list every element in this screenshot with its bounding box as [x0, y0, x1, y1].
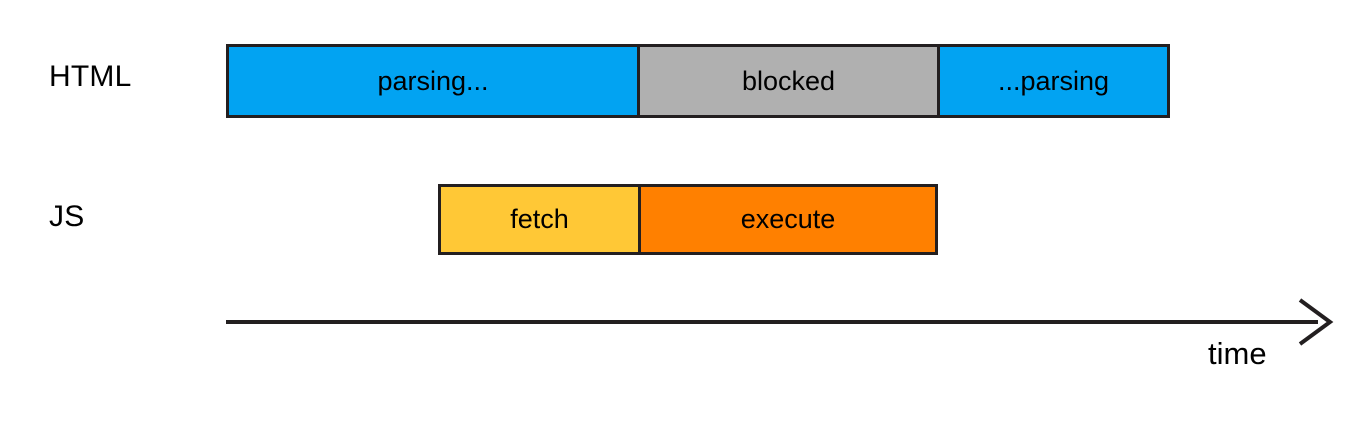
- time-axis-arrow: [226, 298, 1334, 346]
- segment-html-parsing-end[interactable]: ...parsing: [937, 47, 1167, 115]
- segment-html-blocked[interactable]: blocked: [637, 47, 937, 115]
- row-label-html: HTML: [49, 60, 132, 93]
- timeline-bar-html: parsing... blocked ...parsing: [226, 44, 1170, 118]
- timeline-bar-js: fetch execute: [438, 184, 938, 255]
- arrow-right-icon: [1298, 298, 1334, 346]
- time-axis-label: time: [1208, 336, 1267, 371]
- row-label-js: JS: [49, 200, 85, 233]
- segment-html-parsing-start[interactable]: parsing...: [229, 47, 637, 115]
- segment-js-fetch[interactable]: fetch: [441, 187, 638, 252]
- segment-js-execute[interactable]: execute: [638, 187, 935, 252]
